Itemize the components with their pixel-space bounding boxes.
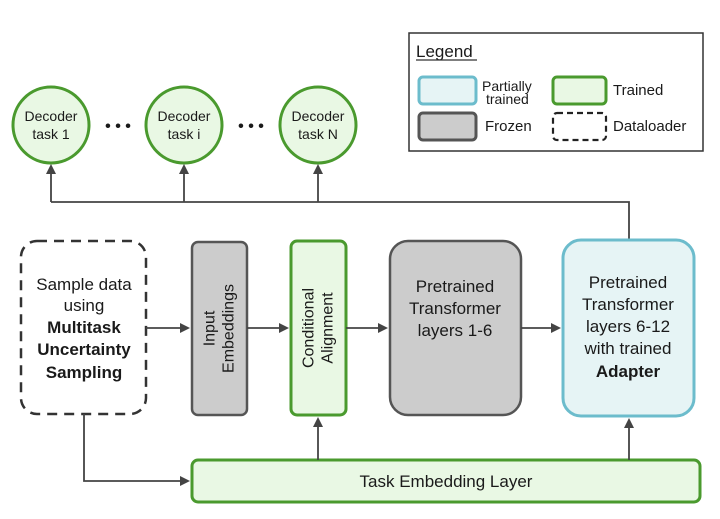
task-embedding-layer-frame bbox=[190, 458, 702, 504]
decoder-task-1-line1: Decoder bbox=[25, 108, 78, 124]
input-embeddings-frame bbox=[190, 240, 249, 417]
transformer-layers-6-12-line2: Transformer bbox=[582, 295, 674, 314]
legend-title: Legend bbox=[416, 42, 473, 61]
input-embeddings-box: Input Embeddings bbox=[190, 240, 249, 417]
conditional-alignment-line1: Conditional bbox=[301, 288, 318, 368]
decoder-task-1-circle bbox=[11, 85, 91, 165]
legend-trained-swatch bbox=[551, 75, 608, 106]
sample-data-line3: Multitask bbox=[47, 318, 121, 337]
sample-data-line1: Sample data bbox=[36, 275, 132, 294]
legend-frozen-label: Frozen bbox=[485, 118, 532, 135]
ellipsis-right: • • • bbox=[238, 118, 264, 135]
transformer-layers-6-12-line5: Adapter bbox=[596, 362, 661, 381]
sample-data-box: Sample data using Multitask Uncertainty … bbox=[19, 239, 148, 416]
transformer-layers-1-6-line3: layers 1-6 bbox=[418, 321, 493, 340]
sample-data-line5: Sampling bbox=[46, 363, 123, 382]
decoder-task-n: Decoder task N bbox=[278, 85, 358, 165]
adapter-to-decoders-line bbox=[51, 201, 630, 239]
arrow-sample-to-task-embedding bbox=[83, 414, 190, 486]
sample-data-line4: Uncertainty bbox=[37, 340, 131, 359]
transformer-layers-6-12-line3: layers 6-12 bbox=[586, 317, 670, 336]
ellipsis-left: • • • bbox=[105, 118, 131, 135]
conditional-alignment-frame bbox=[289, 239, 348, 417]
legend-partially-trained-label-line2: trained bbox=[486, 91, 529, 107]
decoder-feedback-connectors bbox=[46, 164, 630, 239]
input-embeddings-line2: Embeddings bbox=[221, 284, 238, 373]
conditional-alignment-box: Conditional Alignment bbox=[289, 239, 348, 417]
decoder-task-i-circle bbox=[144, 85, 224, 165]
legend-frozen-swatch bbox=[417, 111, 478, 142]
decoder-task-n-circle bbox=[278, 85, 358, 165]
conditional-alignment-line2: Alignment bbox=[320, 292, 337, 364]
decoder-task-i-line2: task i bbox=[168, 126, 201, 142]
legend-trained-label: Trained bbox=[613, 82, 663, 99]
transformer-layers-6-12-frame bbox=[561, 238, 696, 418]
decoder-task-1-line2: task 1 bbox=[32, 126, 70, 142]
transformer-layers-6-12-line4: with trained bbox=[584, 339, 672, 358]
transformer-layers-1-6-box: Pretrained Transformer layers 1-6 bbox=[388, 239, 523, 417]
task-embedding-layer-label: Task Embedding Layer bbox=[360, 472, 533, 491]
decoder-task-i-line1: Decoder bbox=[158, 108, 211, 124]
legend: Legend Partially trained Trained Frozen … bbox=[408, 32, 704, 152]
legend-dataloader-label: Dataloader bbox=[613, 118, 686, 135]
decoder-task-n-line1: Decoder bbox=[292, 108, 345, 124]
transformer-layers-6-12-line1: Pretrained bbox=[589, 273, 667, 292]
transformer-layers-6-12-box: Pretrained Transformer layers 6-12 with … bbox=[561, 238, 696, 418]
decoder-task-n-line2: task N bbox=[298, 126, 338, 142]
task-embedding-layer-box: Task Embedding Layer bbox=[190, 458, 702, 504]
legend-partially-trained-swatch bbox=[417, 75, 478, 106]
sample-data-line2: using bbox=[64, 296, 105, 315]
transformer-layers-1-6-line1: Pretrained bbox=[416, 277, 494, 296]
legend-partially-trained-label-line1: Partially bbox=[482, 78, 532, 94]
flow-connectors bbox=[83, 323, 634, 486]
decoder-task-i: Decoder task i bbox=[144, 85, 224, 165]
legend-dataloader-swatch bbox=[551, 111, 608, 142]
input-embeddings-line1: Input bbox=[202, 310, 219, 346]
transformer-layers-1-6-line2: Transformer bbox=[409, 299, 501, 318]
decoder-task-1: Decoder task 1 bbox=[11, 85, 91, 165]
